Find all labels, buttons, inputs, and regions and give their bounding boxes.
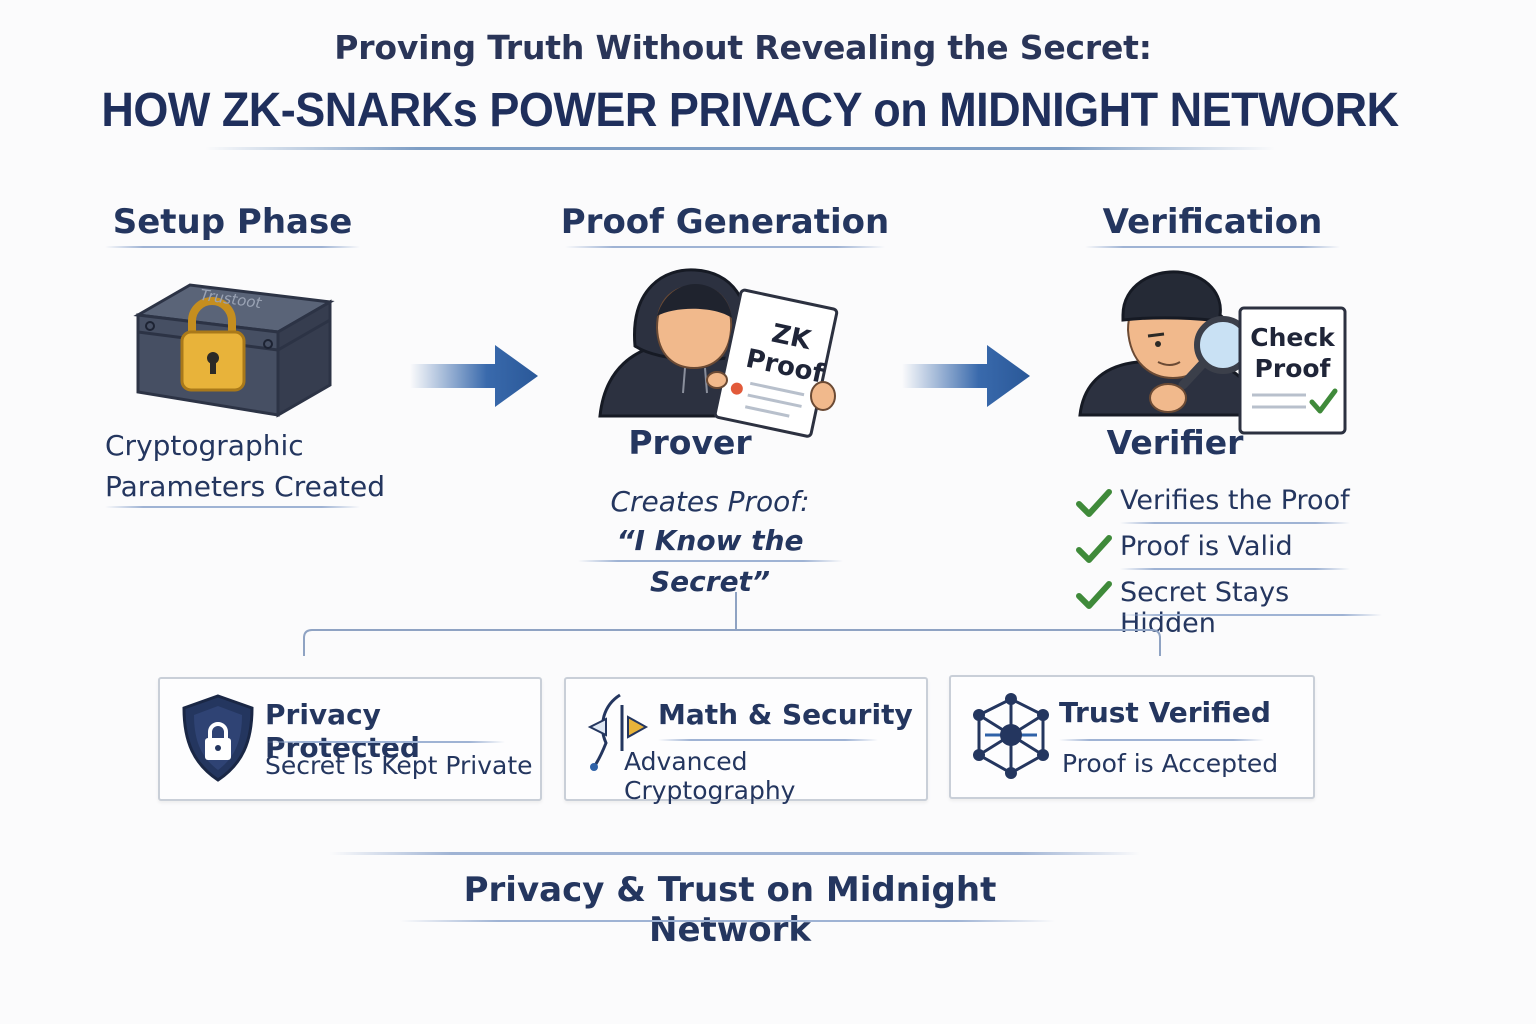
card-title: Privacy Protected [265, 698, 420, 764]
verification-heading-underline [1085, 246, 1340, 248]
setup-caption-line-1: Cryptographic [105, 429, 304, 462]
checklist-underline [1120, 522, 1350, 524]
footer-top-rule [330, 852, 1140, 855]
card-trust-verified: Trust Verified Proof is Accepted [949, 675, 1315, 799]
title-line-2: HOW ZK-SNARKs POWER PRIVACY on MIDNIGHT … [101, 81, 1399, 137]
checkmark-icon [1076, 581, 1112, 609]
checklist-item: Verifies the Proof [1075, 484, 1385, 530]
card-subtitle: Advanced Cryptography [624, 747, 796, 805]
card-subtitle: Secret Is Kept Private [265, 751, 533, 780]
check-proof-line-2: Proof [1254, 354, 1331, 383]
setup-phase-heading: Setup Phase [112, 202, 353, 242]
verification-heading: Verification [1102, 202, 1323, 242]
card-title: Trust Verified [1059, 696, 1271, 729]
proof-generation-heading: Proof Generation [560, 202, 890, 242]
checklist-item: Proof is Valid [1075, 530, 1385, 576]
footer-tagline: Privacy & Trust on Midnight Network [463, 870, 997, 950]
verification-checklist: Verifies the Proof Proof is Valid Secret… [1075, 484, 1385, 639]
card-divider [265, 741, 505, 743]
card-privacy-protected: Privacy Protected Secret Is Kept Private [158, 677, 542, 801]
proof-heading-underline [565, 246, 885, 248]
title-divider [205, 147, 1275, 150]
prover-caption-line-2: “I Know the Secret” [616, 524, 804, 598]
card-math-security: Math & Security Advanced Cryptography [564, 677, 928, 805]
network-nodes-icon [973, 693, 1049, 779]
setup-caption-underline [105, 506, 360, 508]
checklist-underline [1120, 614, 1382, 616]
verifier-magnifier-figure-icon [1078, 270, 1347, 435]
checklist-item-label: Verifies the Proof [1120, 485, 1350, 516]
checkmark-icon [1076, 535, 1112, 563]
checklist-item-label: Proof is Valid [1120, 531, 1293, 562]
checklist-item: Secret Stays Hidden [1075, 576, 1385, 639]
locked-chest-icon [133, 283, 335, 418]
checkmark-icon [1076, 489, 1112, 517]
card-divider [1059, 739, 1264, 741]
arrow-right-icon [410, 345, 538, 407]
prover-caption-underline [578, 560, 843, 562]
setup-caption-line-2: Parameters Created [105, 470, 385, 503]
checklist-item-label: Secret Stays Hidden [1120, 577, 1290, 639]
compass-icon [587, 693, 649, 771]
prover-hooded-figure-icon [598, 268, 839, 438]
check-proof-line-1: Check [1250, 323, 1335, 352]
prover-caption-line-1: Creates Proof: [610, 485, 810, 518]
check-proof-document: Check Proof [1240, 322, 1345, 384]
card-subtitle: Proof is Accepted [1062, 749, 1279, 778]
arrow-right-icon-2 [902, 345, 1030, 407]
prover-label: Prover [628, 423, 752, 462]
verifier-label: Verifier [1106, 423, 1244, 462]
card-divider [658, 739, 878, 741]
title-line-1: Proving Truth Without Revealing the Secr… [334, 28, 1152, 67]
card-title: Math & Security [658, 698, 913, 731]
footer-underline [400, 920, 1055, 922]
connector-bracket [303, 592, 1161, 656]
checklist-underline [1120, 568, 1350, 570]
shield-lock-icon [182, 694, 254, 782]
setup-heading-underline [105, 246, 360, 248]
